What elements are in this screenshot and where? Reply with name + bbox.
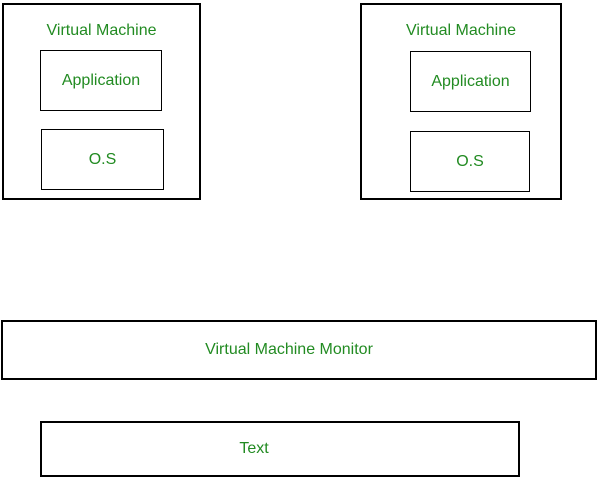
text-box: Text <box>40 421 520 477</box>
virtual-machine-1-title: Virtual Machine <box>46 22 157 39</box>
text-box-label: Text <box>239 440 269 457</box>
vm2-application-label: Application <box>431 72 510 90</box>
vm2-os-box: O.S <box>410 131 530 192</box>
vm1-application-label: Application <box>61 71 141 89</box>
virtual-machine-1-box: Virtual Machine Application O.S <box>2 3 201 200</box>
virtual-machine-monitor-label: Virtual Machine Monitor <box>205 341 373 358</box>
vm1-application-box: Application <box>40 50 162 111</box>
vm2-os-label: O.S <box>456 152 484 170</box>
vm1-os-label: O.S <box>88 150 117 168</box>
vm1-os-box: O.S <box>41 129 164 190</box>
virtual-machine-monitor-box: Virtual Machine Monitor <box>1 320 597 380</box>
vm2-application-box: Application <box>410 51 531 112</box>
virtual-machine-2-box: Virtual Machine Application O.S <box>360 3 562 200</box>
virtual-machine-2-title: Virtual Machine <box>406 22 516 39</box>
